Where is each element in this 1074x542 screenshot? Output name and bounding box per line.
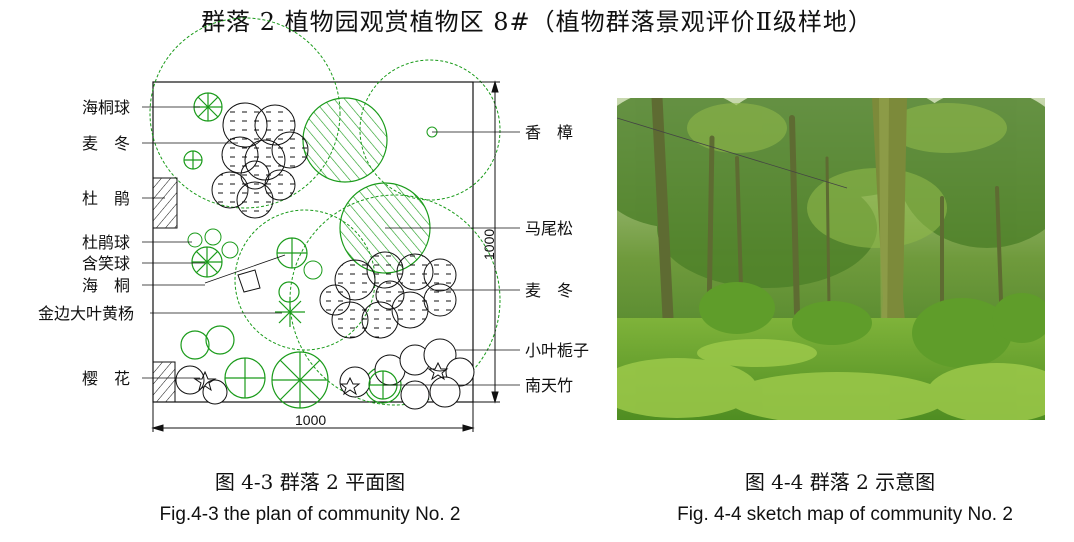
label-azalea: 杜 鹃 [82,189,130,208]
forest-photo-illustration [617,98,1045,420]
pittosporum-balls [183,92,223,170]
label-nandina: 南天竹 [525,376,573,395]
label-masson-pine: 马尾松 [525,219,573,238]
azalea-balls [187,228,323,280]
label-liriope-2: 麦 冬 [525,281,573,300]
label-azalea-ball: 杜鹃球 [82,233,130,252]
label-cherry: 樱 花 [82,369,130,388]
pine-canopy-1 [302,97,388,183]
label-liriope: 麦 冬 [82,134,130,153]
page-title: 群落 2 植物园观赏植物区 8#（植物群落景观评价Ⅱ级样地） [201,8,873,36]
label-michelia-ball: 含笑球 [82,254,130,273]
label-pittosporum: 海 桐 [82,276,130,295]
plan-caption-cn: 图 4-3 群落 2 平面图 [214,470,406,494]
leader-lines [142,106,520,386]
nandina-stars [193,361,449,396]
community-plan-diagram: 海桐球 麦 冬 杜 鹃 杜鹃球 含笑球 海 桐 金边大叶黄杨 樱 花 香 樟 马… [38,17,589,432]
label-pittosporum-ball: 海桐球 [82,98,130,117]
plan-caption-en: Fig.4-3 the plan of community No. 2 [159,504,461,525]
canopy-2 [289,194,501,406]
photo-caption-cn: 图 4-4 群落 2 示意图 [744,470,936,494]
label-gardenia: 小叶栀子 [525,341,589,360]
michelia-balls [191,237,308,303]
euonymus-star [275,297,305,327]
label-euonymus: 金边大叶黄杨 [38,304,134,323]
forest-photo [617,98,1045,420]
azalea-hedge-bottom [152,361,176,403]
dimension-height: 1000 [481,229,497,260]
cherry-trees [180,325,402,409]
azalea-hedge [152,177,178,229]
liriope-bed-2 [319,251,457,339]
label-camphor: 香 樟 [525,123,573,142]
dimension-lines [151,80,500,432]
liriope-bed-1 [211,102,309,219]
gardenia-hedge [175,338,475,410]
dimension-width: 1000 [295,412,326,428]
small-structure [237,269,261,293]
canopy-camphor [359,59,501,201]
photo-caption-en: Fig. 4-4 sketch map of community No. 2 [677,504,1013,525]
